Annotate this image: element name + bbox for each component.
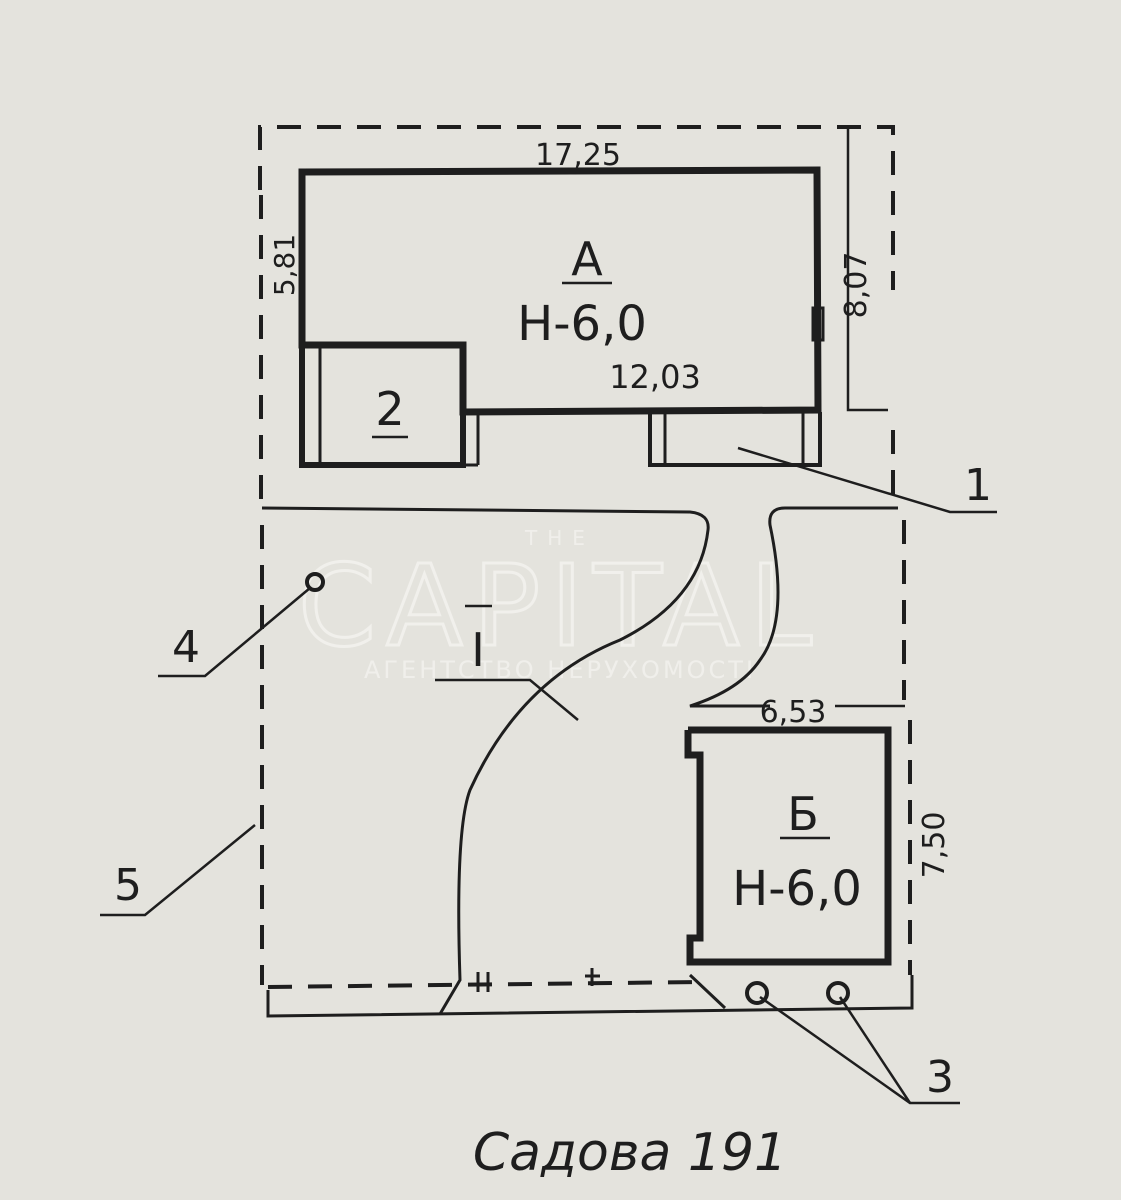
path-line-left [261, 506, 710, 1015]
dim-left-height: 5,81 [268, 234, 301, 296]
leader-5 [100, 824, 256, 917]
leader-1 [737, 446, 997, 514]
leader-yard [435, 678, 579, 721]
dim-inner-width: 12,03 [609, 358, 701, 396]
dim-b-height: 7,50 [917, 812, 952, 879]
building-a-letter: А [571, 232, 603, 286]
callout-3: 3 [926, 1052, 954, 1103]
point-markers [305, 572, 850, 1005]
well-4 [305, 572, 325, 592]
dim-b-width: 6,53 [760, 695, 827, 730]
yard-label: І [471, 623, 485, 677]
watermark-sub: АГЕНТСТВО НЕРУХОМОСТІ [364, 656, 756, 684]
watermark-main: CAPITAL [298, 542, 822, 672]
gate-marks [476, 968, 727, 1010]
leader-3b [838, 996, 912, 1104]
annex-number: 2 [375, 382, 404, 436]
annex-2 [299, 342, 480, 468]
path-line-right [689, 506, 898, 708]
watermark: THE CAPITAL АГЕНТСТВО НЕРУХОМОСТІ [296, 526, 822, 684]
post-3b [826, 981, 850, 1005]
dim-right-height: 8,07 [839, 252, 874, 319]
building-b-height: Н-6,0 [732, 861, 862, 917]
leader-4 [158, 587, 311, 678]
dim-top-width: 17,25 [535, 138, 621, 173]
address-caption: Садова 191 [473, 1123, 787, 1183]
building-a-entrance [811, 306, 825, 342]
watermark-top: THE [524, 526, 595, 550]
callout-1: 1 [964, 460, 992, 511]
dimension-8-07-line [846, 127, 888, 412]
front-fence [266, 975, 914, 1018]
callout-5: 5 [114, 860, 142, 911]
building-b [684, 726, 892, 966]
plot-boundary [258, 125, 912, 989]
leaders [100, 281, 997, 1105]
building-a-height: Н-6,0 [517, 296, 647, 352]
callout-4: 4 [172, 622, 200, 673]
porch-1 [648, 412, 822, 467]
fence-lines [261, 127, 914, 1018]
building-a [298, 166, 825, 416]
building-b-letter: Б [787, 787, 819, 841]
post-3a [745, 981, 769, 1005]
